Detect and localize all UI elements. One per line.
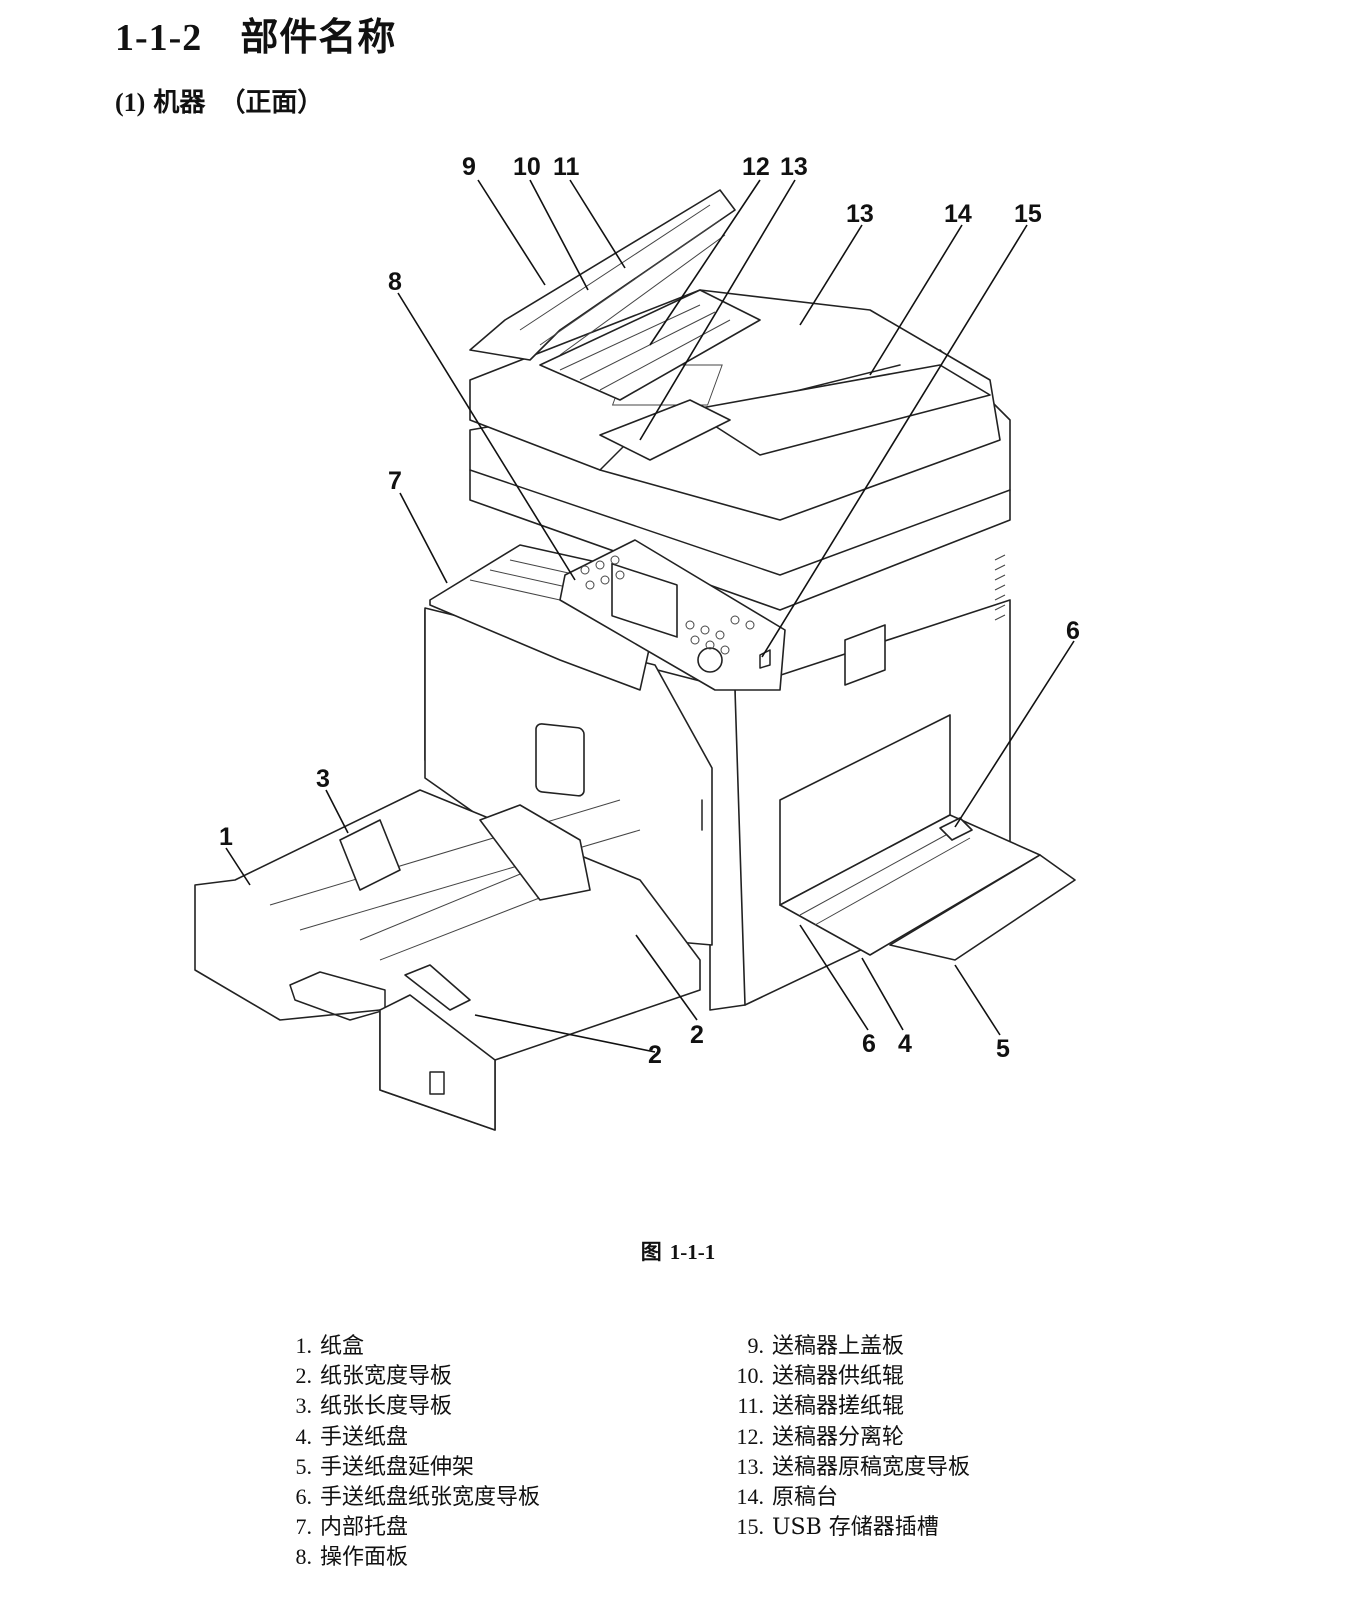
legend-item-label: 手送纸盘延伸架 (320, 1454, 475, 1480)
machine-drawing (194, 189, 1076, 1131)
parts-legend-right: 9. 送稿器上盖板 10. 送稿器供纸辊 11. 送稿器搓纸辊 12. 送稿器分离轮 1… (728, 1331, 971, 1542)
legend-item: 15. USB 存储器插槽 (728, 1512, 970, 1542)
multipurpose-tray-extension (889, 854, 1076, 961)
subsection-heading: (1)机器 （正面） (115, 82, 323, 119)
original-table (689, 364, 991, 456)
legend-item-number: 6. (295, 1483, 313, 1509)
legend-item: 14. 原稿台 (728, 1482, 970, 1512)
legend-item-label: 送稿器供纸辊 (772, 1364, 905, 1390)
legend-item-number: 1. (295, 1333, 313, 1358)
machine-illustration: 9 10 11 12 13 13 14 15 8 7 6 3 1 2 2 6 4… (194, 153, 1080, 1131)
legend-item: 3. 纸张长度导板 (290, 1391, 540, 1421)
legend-item-number: 10. (736, 1363, 765, 1389)
callout-8: 8 (388, 268, 402, 296)
legend-item-label: 纸张长度导板 (320, 1394, 453, 1420)
section-number: 1-1-2 (115, 17, 203, 59)
legend-item-number: 4. (295, 1423, 313, 1449)
legend-item-label: 送稿器上盖板 (772, 1334, 905, 1359)
legend-item-number: 15. (736, 1514, 765, 1540)
callout-6-top: 6 (1066, 617, 1080, 645)
legend-item-number: 9. (747, 1333, 765, 1358)
legend-item-number: 14. (736, 1483, 765, 1509)
legend-item-number: 11. (737, 1393, 764, 1419)
callout-12: 12 (742, 153, 770, 181)
legend-item-label: 内部托盘 (320, 1515, 409, 1541)
operation-panel-dial (697, 647, 723, 673)
callout-6-bottom: 6 (862, 1030, 876, 1058)
leader-lines (225, 179, 1075, 1053)
callout-15: 15 (1014, 200, 1042, 228)
callout-13: 13 (846, 200, 874, 228)
legend-item-number: 2. (295, 1363, 313, 1389)
figure-caption: 图 1-1-1 (0, 1236, 1356, 1266)
legend-item-label: USB 存储器插槽 (772, 1515, 939, 1541)
legend-item: 13. 送稿器原稿宽度导板 (728, 1452, 971, 1482)
callout-4: 4 (898, 1030, 912, 1058)
side-vent (994, 554, 1006, 621)
legend-item: 11. 送稿器搓纸辊 (728, 1391, 970, 1421)
multipurpose-tray-width-guide (939, 817, 973, 841)
cassette-front-panel (379, 994, 496, 1131)
legend-item: 4. 手送纸盘 (290, 1422, 540, 1452)
front-cover-handle (535, 723, 585, 797)
legend-item-number: 12. (736, 1423, 765, 1449)
legend-item-number: 13. (736, 1453, 765, 1479)
subsection-title: 机器 (153, 88, 206, 118)
legend-item: 8. 操作面板 (290, 1542, 540, 1572)
legend-item-number: 3. (295, 1393, 313, 1419)
legend-item: 6. 手送纸盘纸张宽度导板 (290, 1482, 541, 1512)
legend-item-label: 送稿器原稿宽度导板 (772, 1454, 971, 1480)
legend-item-number: 5. (295, 1453, 313, 1479)
legend-item-label: 原稿台 (772, 1484, 839, 1510)
legend-item-label: 送稿器分离轮 (772, 1424, 905, 1450)
side-handle (844, 624, 886, 686)
legend-item-label: 操作面板 (320, 1545, 409, 1571)
callout-2-right: 2 (690, 1021, 704, 1049)
legend-item: 5. 手送纸盘延伸架 (290, 1452, 540, 1482)
callout-2-left: 2 (648, 1041, 662, 1069)
paper-length-guide (339, 819, 401, 891)
legend-item-number: 8. (295, 1544, 313, 1570)
legend-item: 9. 送稿器上盖板 (728, 1331, 970, 1361)
section-heading: 1-1-2 部件名称 (115, 6, 396, 61)
callout-labels: 9 10 11 12 13 13 14 15 8 7 6 3 1 2 2 6 4… (219, 153, 1080, 1069)
legend-item: 10. 送稿器供纸辊 (728, 1361, 970, 1391)
callout-11: 11 (553, 153, 580, 181)
operation-panel-screen (611, 563, 678, 638)
subsection-qualifier: （正面） (219, 88, 324, 118)
legend-item: 1. 纸盒 (290, 1331, 540, 1361)
legend-item: 7. 内部托盘 (290, 1512, 540, 1542)
caption-prefix: 图 (640, 1239, 662, 1264)
legend-item: 12. 送稿器分离轮 (728, 1422, 970, 1452)
callout-10: 10 (513, 153, 541, 181)
legend-item-label: 手送纸盘纸张宽度导板 (320, 1484, 541, 1510)
legend-item-label: 手送纸盘 (320, 1424, 409, 1450)
legend-item-number: 7. (295, 1514, 313, 1540)
legend-item: 2. 纸张宽度导板 (290, 1361, 540, 1391)
paper-width-guide (479, 804, 591, 901)
callout-9: 9 (462, 153, 476, 181)
callout-1: 1 (219, 823, 233, 851)
feeder-tray (599, 399, 731, 461)
section-title: 部件名称 (240, 14, 397, 59)
legend-item-label: 纸盒 (320, 1334, 365, 1359)
legend-item-label: 纸张宽度导板 (320, 1364, 453, 1390)
callout-14: 14 (944, 200, 972, 228)
callout-13-top: 13 (780, 153, 808, 181)
callout-3: 3 (316, 765, 330, 793)
caption-number: 1-1-1 (669, 1240, 716, 1264)
callout-7: 7 (388, 467, 402, 495)
parts-legend-left: 1.纸盒 2.纸张宽度导板 3.纸张长度导板 4.手送纸盘 5.手送纸盘延伸架 … (290, 1331, 541, 1573)
legend-item-label: 送稿器搓纸辊 (772, 1394, 905, 1420)
subsection-number: (1) (115, 88, 146, 117)
callout-5: 5 (996, 1035, 1010, 1063)
